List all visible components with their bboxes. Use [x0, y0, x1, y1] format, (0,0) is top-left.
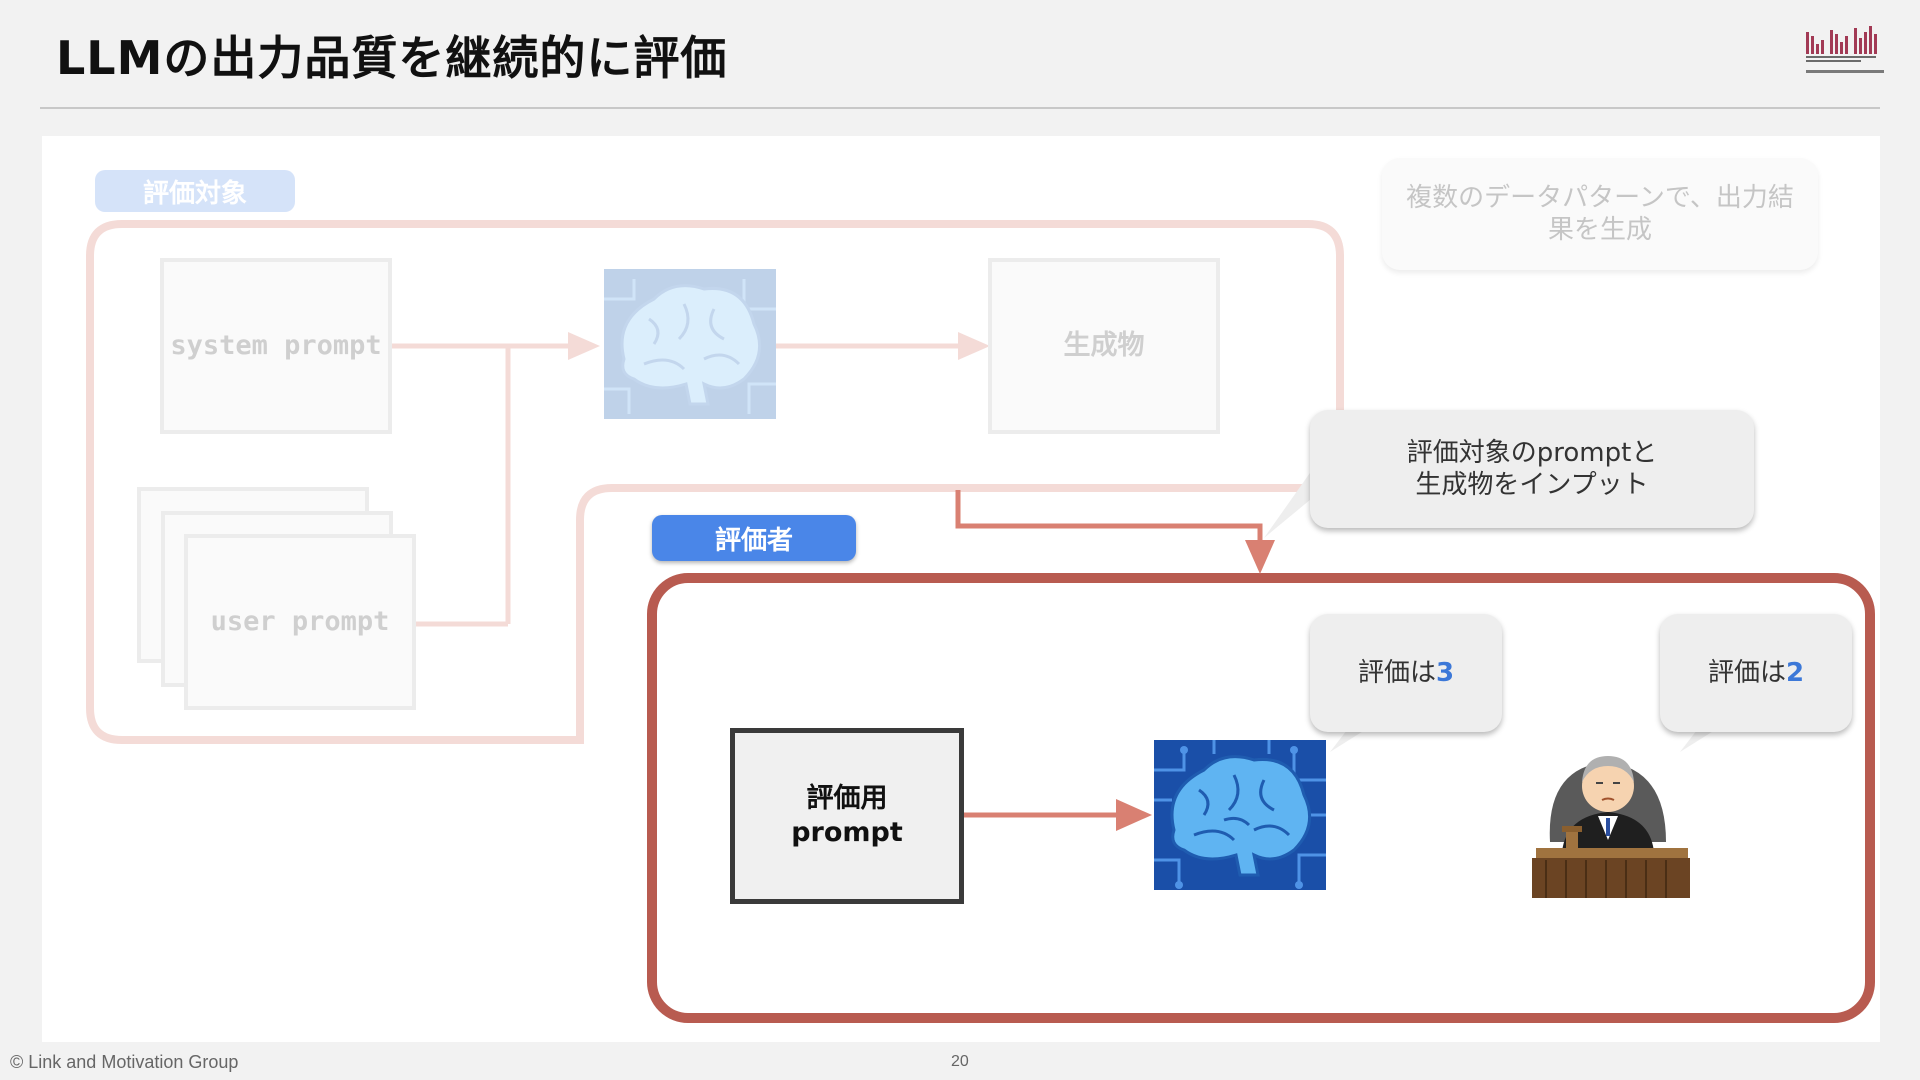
copyright: © Link and Motivation Group — [10, 1052, 239, 1072]
evaluator-tag: 評価者 — [652, 515, 856, 561]
page-title: LLMの出力品質を継続的に評価 — [56, 31, 728, 85]
header-divider — [40, 107, 1880, 109]
judge-score-prefix: 評価は — [1707, 658, 1786, 688]
llm-score-prefix: 評価は — [1357, 658, 1436, 688]
llm-brain-icon — [1154, 740, 1326, 890]
input-bubble-line2: 生成物をインプット — [1415, 470, 1649, 500]
input-bubble-line1: 評価対象のpromptと — [1406, 438, 1658, 468]
judge-icon — [1532, 756, 1690, 898]
judge-score-value: 2 — [1785, 658, 1805, 688]
company-logo — [1806, 26, 1884, 73]
llm-score-value: 3 — [1435, 658, 1455, 688]
input-bubble: 評価対象のpromptと 生成物をインプット — [1310, 410, 1754, 528]
input-bubble-tail — [1264, 470, 1322, 538]
page-number: 20 — [951, 1053, 969, 1070]
eval-prompt-box: 評価用 prompt — [730, 728, 964, 904]
eval-prompt-line1: 評価用 — [806, 783, 888, 814]
eval-prompt-line2: prompt — [791, 817, 903, 848]
